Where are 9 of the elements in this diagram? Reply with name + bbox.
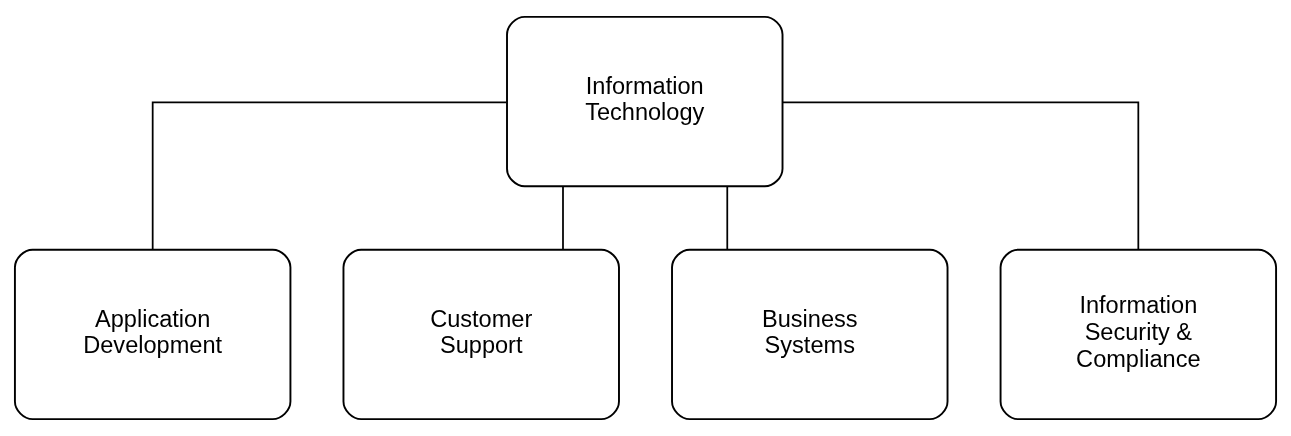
connector	[562, 186, 564, 251]
node-box: Application Development	[13, 248, 292, 421]
node-box: Business Systems	[671, 248, 949, 421]
connector	[782, 101, 1140, 251]
connector	[151, 101, 508, 251]
connector	[726, 186, 729, 251]
node-box: Customer Support	[342, 248, 620, 421]
node-box: Information Security & Compliance	[999, 248, 1278, 421]
node-box: Information Technology	[506, 15, 784, 188]
